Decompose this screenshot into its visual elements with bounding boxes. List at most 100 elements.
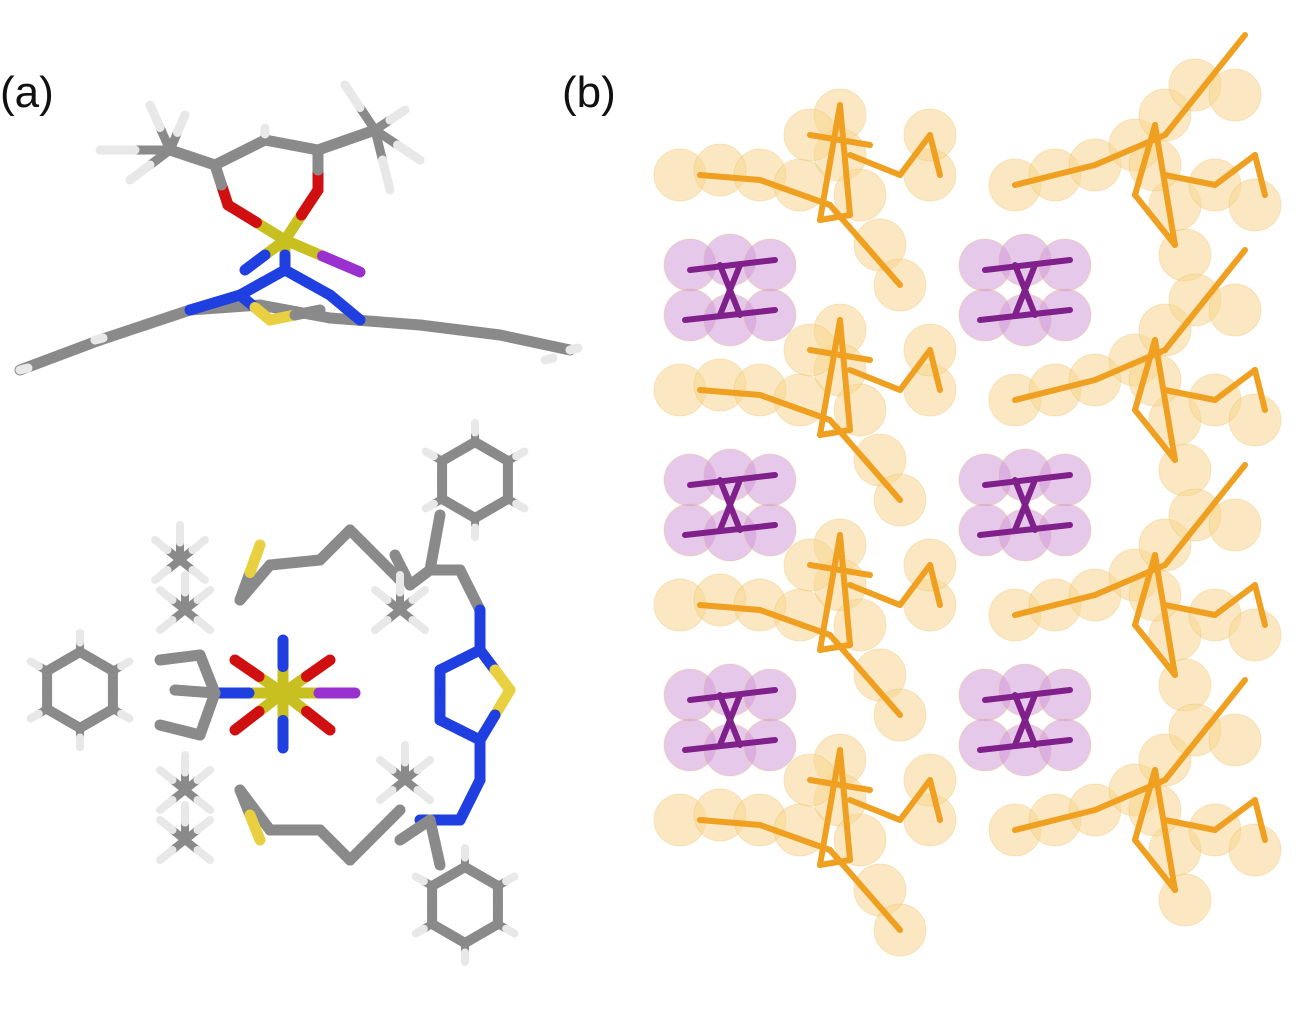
bond bbox=[1202, 677, 1248, 733]
bond bbox=[927, 562, 938, 588]
bond bbox=[837, 567, 873, 578]
orange-molecule bbox=[653, 733, 957, 957]
bond bbox=[193, 616, 214, 634]
bond bbox=[156, 586, 177, 604]
bond bbox=[912, 132, 933, 158]
bond bbox=[393, 140, 425, 165]
bond bbox=[1212, 597, 1238, 618]
bond bbox=[807, 777, 843, 788]
bond bbox=[1022, 717, 1038, 748]
bond bbox=[1252, 152, 1263, 178]
bond bbox=[1212, 812, 1238, 833]
bond bbox=[1132, 802, 1148, 843]
bond bbox=[244, 809, 266, 846]
bond bbox=[932, 797, 943, 823]
bond bbox=[717, 692, 733, 723]
bond bbox=[408, 616, 429, 634]
panel-a-label: (a) bbox=[0, 68, 54, 117]
bond bbox=[355, 103, 380, 135]
bond bbox=[341, 124, 381, 146]
bond bbox=[827, 102, 843, 166]
bond bbox=[1152, 432, 1178, 463]
orange-molecule bbox=[988, 32, 1282, 282]
bond bbox=[279, 234, 328, 262]
bond bbox=[912, 777, 933, 803]
bond bbox=[927, 777, 938, 803]
orange-molecule bbox=[988, 247, 1282, 497]
bond bbox=[727, 262, 743, 293]
bond bbox=[512, 447, 529, 461]
bond bbox=[173, 110, 190, 137]
bond bbox=[1022, 502, 1038, 533]
bond bbox=[1187, 392, 1218, 403]
bond bbox=[847, 367, 878, 383]
bond bbox=[1162, 297, 1208, 353]
orange-molecule bbox=[653, 303, 957, 527]
bond bbox=[502, 924, 519, 938]
atom-sphere bbox=[1208, 68, 1262, 122]
bond bbox=[117, 657, 134, 671]
bond bbox=[932, 152, 943, 178]
atom-sphere bbox=[833, 383, 887, 437]
bond bbox=[817, 804, 833, 868]
bond bbox=[193, 586, 214, 604]
bond bbox=[827, 847, 868, 893]
purple-molecule bbox=[958, 233, 1092, 347]
bond bbox=[1132, 587, 1148, 628]
orange-molecule bbox=[988, 677, 1282, 927]
bond bbox=[1162, 172, 1193, 183]
bond bbox=[897, 367, 918, 393]
bond bbox=[254, 299, 301, 317]
bond bbox=[927, 132, 938, 158]
bond bbox=[1152, 217, 1178, 248]
bond bbox=[727, 477, 743, 508]
bond bbox=[193, 796, 214, 814]
bond bbox=[151, 566, 172, 584]
bond bbox=[837, 352, 873, 363]
bond bbox=[817, 374, 833, 438]
bond bbox=[687, 692, 736, 703]
bond bbox=[897, 152, 918, 178]
bond bbox=[807, 132, 843, 143]
bond bbox=[385, 105, 410, 125]
panel-a-top-view-molecule bbox=[26, 419, 529, 966]
bond bbox=[117, 709, 134, 723]
bond bbox=[1132, 837, 1158, 868]
bond bbox=[94, 333, 108, 344]
bond bbox=[757, 607, 798, 626]
bond bbox=[1012, 287, 1028, 318]
bond bbox=[339, 302, 366, 326]
bond bbox=[1232, 367, 1258, 388]
bond bbox=[154, 719, 186, 736]
bond bbox=[727, 389, 763, 398]
panel-b-crystal-packing bbox=[653, 32, 1282, 957]
bond bbox=[1012, 387, 1058, 403]
bond bbox=[317, 250, 366, 278]
bond bbox=[1252, 797, 1263, 823]
bond bbox=[384, 804, 406, 826]
bond bbox=[156, 796, 177, 814]
bond bbox=[1212, 167, 1238, 188]
bond bbox=[19, 363, 33, 374]
bond bbox=[156, 846, 177, 864]
bond bbox=[847, 582, 878, 598]
bond bbox=[842, 157, 853, 218]
bond bbox=[932, 582, 943, 608]
bond bbox=[1187, 177, 1218, 188]
atom-sphere bbox=[1208, 713, 1262, 767]
bond bbox=[512, 499, 529, 513]
bond bbox=[927, 347, 938, 373]
bond bbox=[389, 549, 408, 576]
bond bbox=[982, 262, 1031, 273]
bond bbox=[1162, 602, 1193, 613]
purple-molecule bbox=[663, 663, 797, 777]
bond bbox=[1162, 512, 1208, 568]
bond bbox=[289, 304, 326, 321]
bond bbox=[837, 137, 873, 148]
bond bbox=[26, 657, 43, 671]
bond bbox=[862, 457, 903, 503]
bond bbox=[912, 347, 933, 373]
bond bbox=[1257, 387, 1268, 413]
bond bbox=[421, 499, 438, 513]
